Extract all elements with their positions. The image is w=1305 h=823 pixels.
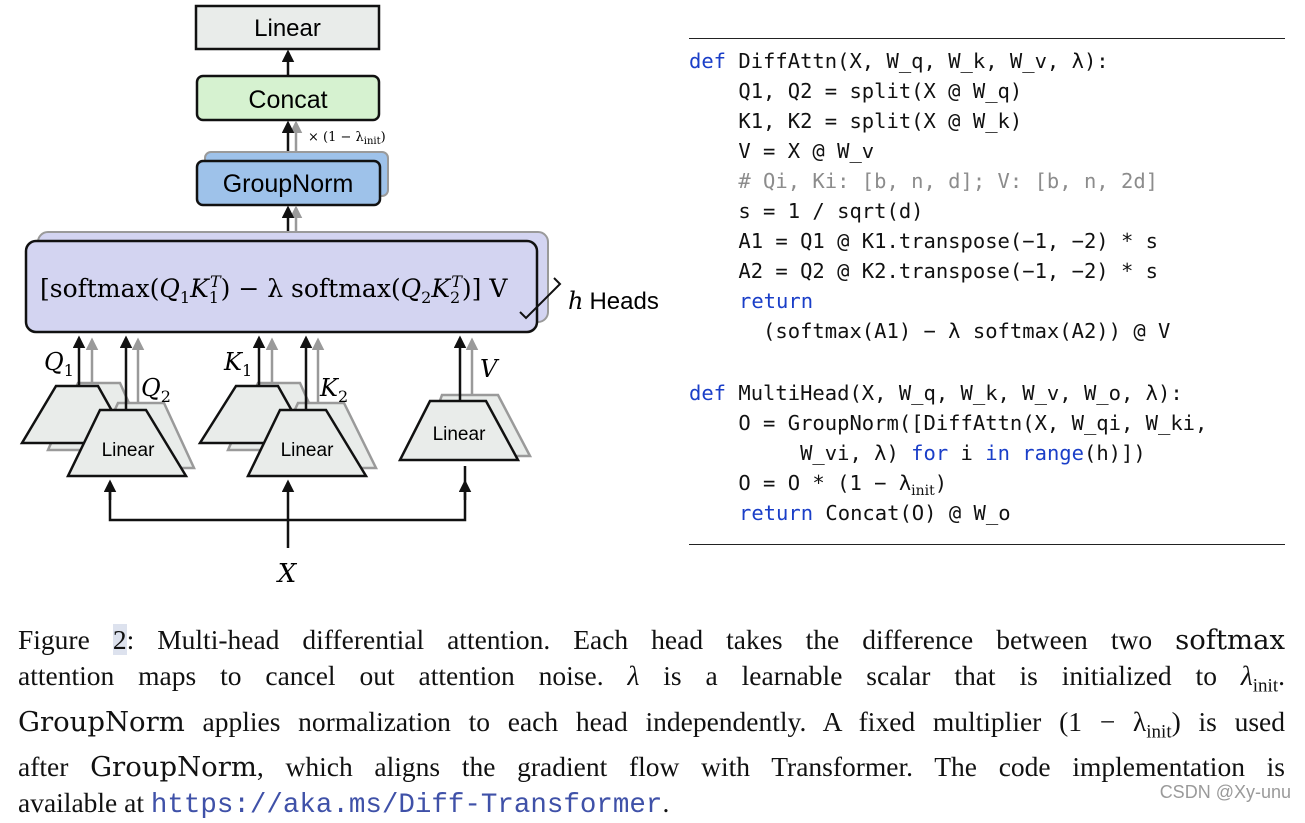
linear-k2 [246,408,369,478]
linear-v [397,399,521,462]
code-line-6: s = 1 / sqrt(d) [689,199,924,223]
linear-output-label: Linear [254,15,321,42]
attention-box [24,239,539,334]
linear-q-label: Linear [102,440,155,461]
q-projection-group: Linear [19,381,196,478]
code-line-2: Q1, Q2 = split(X @ W_q) [689,79,1023,103]
k1-label: K1 [223,348,252,380]
heads-bracket-icon [519,277,562,320]
caption-line-1: Figure 2: Multi-head differential attent… [18,624,1285,656]
caption-line-5: available at https://aka.ms/Diff-Transfo… [18,787,670,821]
code-repo-link[interactable]: https://aka.ms/Diff-Transformer [150,790,663,821]
figure-caption: Figure 2: Multi-head differential attent… [18,622,1285,823]
code-comment-line: # Qi, Ki: [b, n, d]; V: [b, n, 2d] [689,169,1158,193]
code-line-15: return Concat(O) @ W_o [739,501,1011,525]
groupnorm-label: GroupNorm [223,170,354,198]
caption-line-2: attention maps to cancel out attention n… [18,660,1285,697]
scale-label: × (1 − λinit) [308,130,386,147]
caption-line-3: GroupNorm applies normalization to each … [18,705,1286,743]
code-line-14: O = O * (1 − λinit) [689,471,948,500]
linear-output-box [194,4,381,51]
v-label: V [480,355,500,383]
code-line-13: W_vi, λ) for i in range(h)]) [689,441,1146,465]
linear-v-label: Linear [433,424,486,445]
code-line-4: V = X @ W_v [689,139,875,163]
code-line-9: return [739,289,814,313]
code-line-7: A1 = Q1 @ K1.transpose(−1, −2) * s [689,229,1158,253]
k2-label: K2 [319,374,348,406]
q2-label: Q2 [141,374,171,406]
concat-label: Concat [248,86,327,114]
groupnorm-box [195,159,382,207]
input-x-label: X [276,559,298,589]
linear-k-label: Linear [281,440,334,461]
code-listing: def DiffAttn(X, W_q, W_k, W_v, λ): Q1, Q… [689,38,1285,545]
concat-box [195,74,381,122]
linear-q2 [66,408,189,478]
caption-line-4: after GroupNorm, which aligns the gradie… [18,751,1286,783]
watermark: CSDN @Xy-unu [1159,782,1291,802]
k-projection-group: Linear [197,381,379,478]
code-line-10: (softmax(A1) − λ softmax(A2)) @ V [689,319,1171,343]
q1-label: Q1 [44,348,74,380]
code-line-8: A2 = Q2 @ K2.transpose(−1, −2) * s [689,259,1158,283]
figure-number-link[interactable]: 2 [112,624,127,655]
code-line-3: K1, K2 = split(X @ W_k) [689,109,1023,133]
code-line-12: O = GroupNorm([DiffAttn(X, W_qi, W_ki, [689,411,1208,435]
attention-formula: [softmax(Q1K1T) − λ softmax(Q2K2T)] V [40,272,508,307]
architecture-diagram: Linear Concat × (1 − λinit) GroupNorm [s… [19,4,659,589]
code-line-1: def DiffAttn(X, W_q, W_k, W_v, λ): [689,49,1109,73]
code-line-11: def MultiHead(X, W_q, W_k, W_v, W_o, λ): [689,381,1183,405]
